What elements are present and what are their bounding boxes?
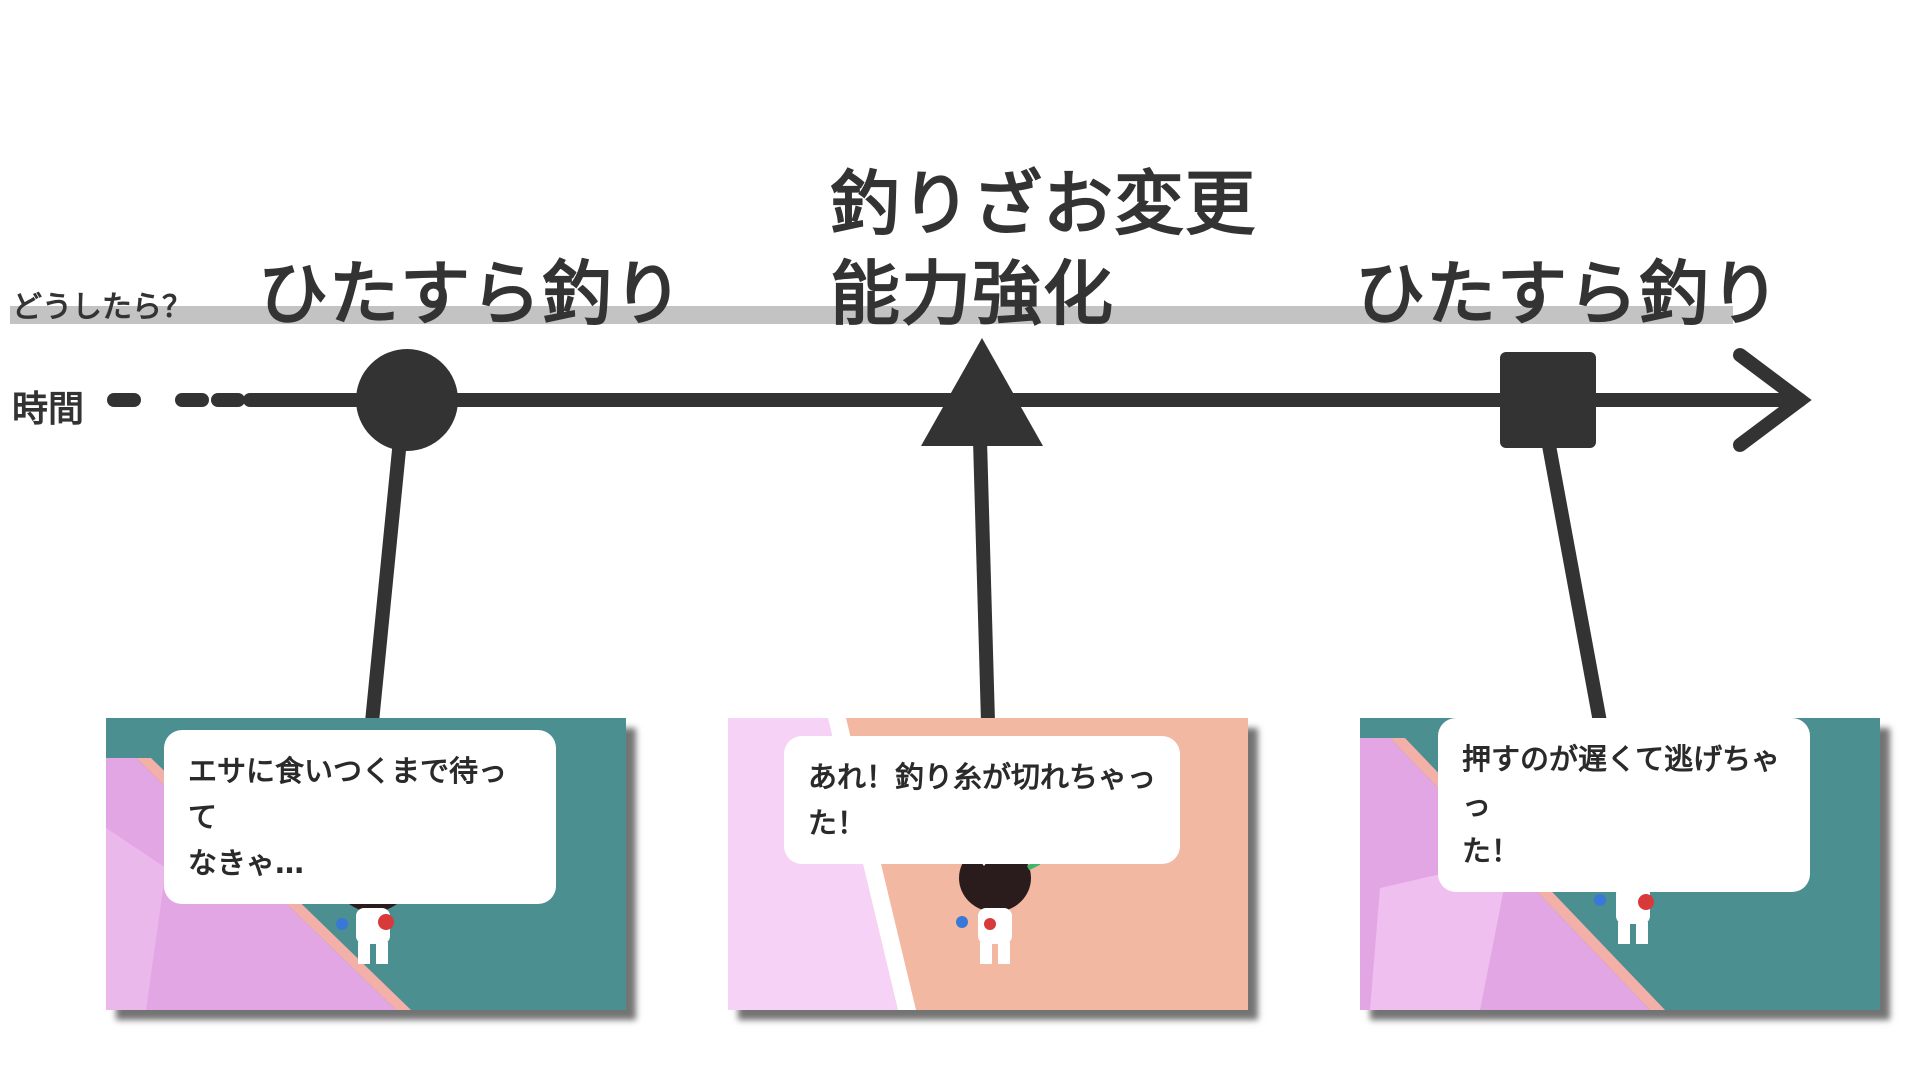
speech-bubble-2-line-2: た！ xyxy=(808,806,867,840)
connector-2 xyxy=(973,433,995,729)
milestone-2-heading-line-1: 釣りざお変更 xyxy=(830,163,1256,245)
circle-marker xyxy=(356,349,458,451)
speech-bubble-3: 押すのが遅くて逃げちゃっ た！ xyxy=(1438,718,1810,892)
game-screenshot-3: 押すのが遅くて逃げちゃっ た！ xyxy=(1360,718,1880,1010)
speech-bubble-2-line-1: あれ！釣り糸が切れちゃっ xyxy=(808,760,1157,794)
square-marker xyxy=(1500,352,1596,448)
row-label-time: 時間 xyxy=(12,389,85,430)
connector-1 xyxy=(365,433,407,729)
timeline-arrowhead xyxy=(1733,348,1812,452)
game-screenshot-1: エサに食いつくまで待って なきゃ… xyxy=(106,718,626,1010)
row-label-how: どうしたら？ xyxy=(12,290,192,325)
speech-bubble-3-tail xyxy=(1598,820,1634,844)
speech-bubble-1: エサに食いつくまで待って なきゃ… xyxy=(164,730,556,904)
speech-bubble-1-line-1: エサに食いつくまで待って xyxy=(188,754,508,834)
connector-3 xyxy=(1541,433,1607,729)
game-screenshot-2: あれ！釣り糸が切れちゃっ た！ xyxy=(728,718,1248,1010)
milestone-1-heading: ひたすら釣り xyxy=(258,253,684,335)
speech-bubble-3-line-1: 押すのが遅くて逃げちゃっ xyxy=(1462,742,1781,822)
milestone-3-heading: ひたすら釣り xyxy=(1355,253,1781,335)
speech-bubble-1-line-2: なきゃ… xyxy=(188,846,305,880)
triangle-marker xyxy=(921,338,1043,446)
question-band xyxy=(10,306,1733,324)
speech-bubble-3-line-2: た！ xyxy=(1462,834,1521,868)
speech-bubble-2-tail xyxy=(966,842,1002,866)
milestone-2-heading-line-2: 能力強化 xyxy=(830,253,1114,335)
speech-bubble-1-tail xyxy=(342,838,378,862)
